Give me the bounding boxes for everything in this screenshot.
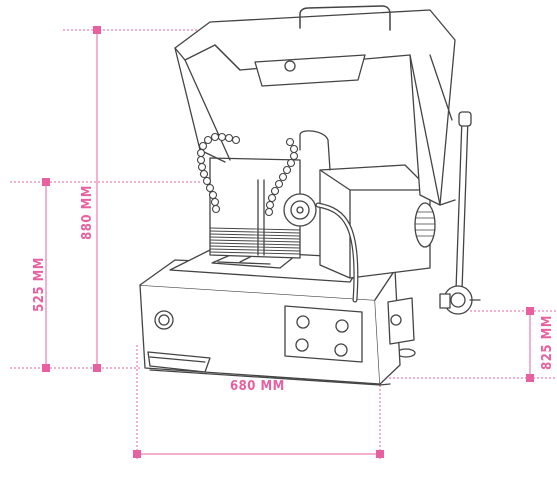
machine-illustration — [139, 5, 481, 386]
dimension-markers — [42, 26, 534, 458]
depth-label: 825 MM — [539, 315, 555, 370]
hood-handle — [299, 5, 391, 31]
dimension-guides — [10, 29, 557, 460]
back-frame — [299, 130, 331, 171]
open-hood — [174, 9, 456, 206]
operating-lever — [455, 117, 469, 291]
fan-grille — [414, 202, 436, 248]
width-label: 680 MM — [230, 379, 285, 394]
height-total-label: 880 MM — [79, 185, 95, 240]
control-panel — [284, 305, 363, 363]
coolant-hoses — [196, 132, 299, 217]
height-base-label: 525 MM — [31, 257, 47, 312]
